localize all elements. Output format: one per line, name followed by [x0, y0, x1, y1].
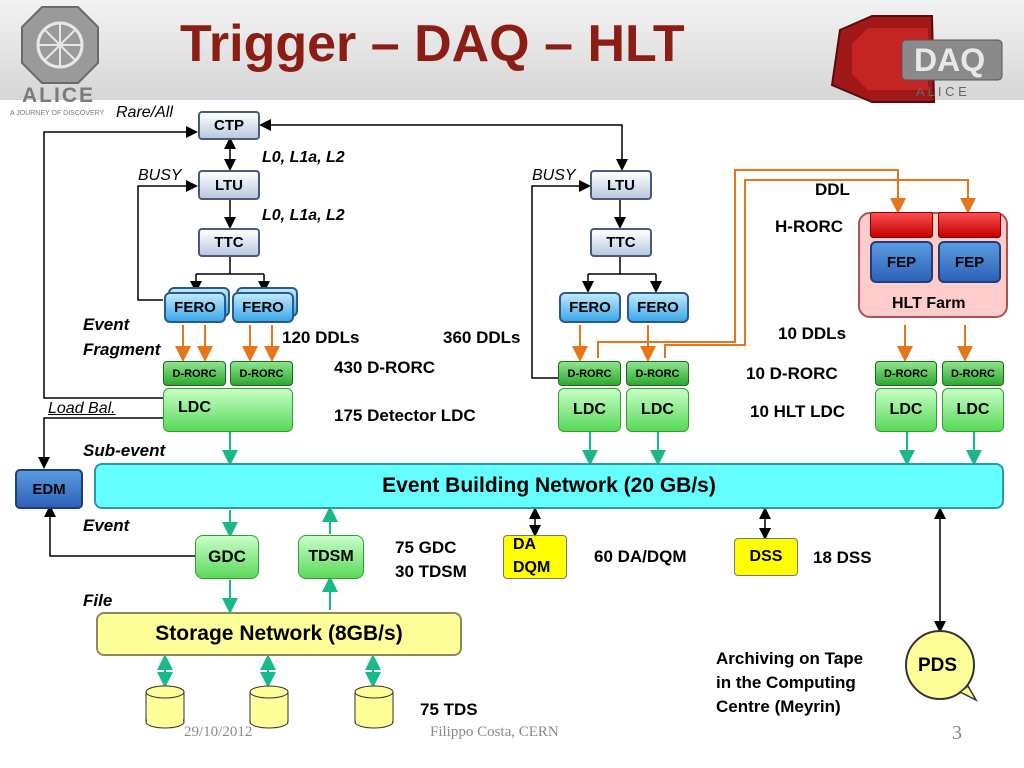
- h-rorc-label: H-RORC: [775, 217, 843, 236]
- alice-logo-tagline: A JOURNEY OF DISCOVERY: [10, 110, 105, 117]
- tdsm-30-label: 30 TDSM: [395, 562, 467, 581]
- file-label: File: [83, 591, 113, 610]
- drorc-left-1: D-RORC: [163, 361, 226, 386]
- fep-2: FEP: [938, 241, 1001, 283]
- fero-left-2: FERO: [232, 292, 294, 323]
- ddl-label: DDL: [815, 180, 850, 199]
- ldc-hlt-1: LDC: [875, 388, 937, 432]
- busy-left-label: BUSY: [138, 167, 182, 184]
- drorc-right-1: D-RORC: [558, 361, 621, 386]
- event-fragment-label-1: Event: [83, 315, 130, 334]
- ldc-right-2: LDC: [626, 388, 689, 432]
- ltu-left-box: LTU: [198, 170, 260, 200]
- daq-logo-text: DAQ: [914, 42, 986, 78]
- ctp-box: CTP: [198, 111, 260, 140]
- alice-logo-text: ALICE: [22, 84, 95, 107]
- footer-date: 29/10/2012: [184, 724, 253, 740]
- edm-box: EDM: [15, 469, 83, 509]
- drorc-hlt-2: D-RORC: [942, 361, 1004, 386]
- pds-label: PDS: [918, 655, 958, 676]
- da-label: DA: [513, 536, 537, 553]
- ebn-box: Event Building Network (20 GB/s): [94, 463, 1004, 509]
- da-dqm-box: [503, 535, 567, 579]
- archiving-label-1: Archiving on Tape: [716, 649, 864, 668]
- storage-network-box: Storage Network (8GB/s): [96, 612, 462, 656]
- l0-label-1: L0, L1a, L2: [262, 149, 345, 166]
- daq-logo-sub: A L I C E: [916, 84, 967, 99]
- daq-logo-icon: [830, 15, 1003, 103]
- l0-label-2: L0, L1a, L2: [262, 207, 345, 224]
- footer-author: Filippo Costa, CERN: [430, 724, 559, 740]
- ldc-right-1: LDC: [558, 388, 621, 432]
- archiving-label-2: in the Computing: [716, 673, 856, 692]
- alice-logo: ALICE A JOURNEY OF DISCOVERY: [8, 4, 108, 122]
- ltu-right-box: LTU: [590, 170, 652, 200]
- tdsm-box: TDSM: [298, 535, 364, 579]
- busy-right-label: BUSY: [532, 167, 576, 184]
- event-label: Event: [83, 516, 130, 535]
- drorc-430-label: 430 D-RORC: [334, 358, 436, 377]
- tds-75-label: 75 TDS: [420, 700, 478, 719]
- event-fragment-label-2: Fragment: [83, 340, 161, 359]
- ddls-120-label: 120 DDLs: [282, 328, 360, 347]
- gdc-75-label: 75 GDC: [395, 538, 457, 557]
- gdc-box: GDC: [195, 535, 259, 579]
- hlt-ldc-10-label: 10 HLT LDC: [750, 402, 846, 421]
- fep-1: FEP: [870, 241, 933, 283]
- tds-cylinder-icon: [354, 685, 394, 729]
- tds-cylinder-icon: [249, 685, 289, 729]
- pds-shape: [905, 630, 978, 702]
- load-bal-label: Load Bal.: [48, 400, 116, 417]
- daq-logo: DAQ A L I C E: [822, 10, 1014, 110]
- ttc-right-box: TTC: [590, 228, 652, 257]
- rare-all-label: Rare/All: [116, 104, 173, 121]
- dqm-label: DQM: [513, 559, 551, 576]
- ddls-360-label: 360 DDLs: [443, 328, 521, 347]
- drorc-left-2: D-RORC: [230, 361, 293, 386]
- h-rorc-1: [870, 212, 933, 238]
- page-title: Trigger – DAQ – HLT: [180, 15, 685, 73]
- ldc-left: LDC: [163, 388, 293, 432]
- sub-event-label: Sub-event: [83, 441, 166, 460]
- da-dqm-60-label: 60 DA/DQM: [594, 547, 687, 566]
- dss-18-label: 18 DSS: [813, 548, 872, 567]
- h-rorc-2: [938, 212, 1001, 238]
- ldc-hlt-2: LDC: [942, 388, 1004, 432]
- ttc-left-box: TTC: [198, 228, 260, 257]
- drorc-10-label: 10 D-RORC: [746, 364, 838, 383]
- tds-cylinder-icon: [145, 685, 185, 729]
- ldc-left-label: LDC: [178, 399, 211, 416]
- ddls-10-label: 10 DDLs: [778, 324, 847, 343]
- drorc-hlt-1: D-RORC: [875, 361, 937, 386]
- fero-left-1: FERO: [164, 292, 226, 323]
- fero-right-1: FERO: [559, 292, 621, 323]
- alice-octagon-icon: [21, 6, 99, 84]
- detector-ldc-label: 175 Detector LDC: [334, 406, 476, 425]
- dss-box: DSS: [734, 538, 798, 576]
- drorc-right-2: D-RORC: [626, 361, 689, 386]
- footer-page-number: 3: [952, 722, 962, 744]
- hlt-farm-label: HLT Farm: [892, 295, 966, 312]
- fero-right-2: FERO: [627, 292, 689, 323]
- archiving-label-3: Centre (Meyrin): [716, 697, 841, 716]
